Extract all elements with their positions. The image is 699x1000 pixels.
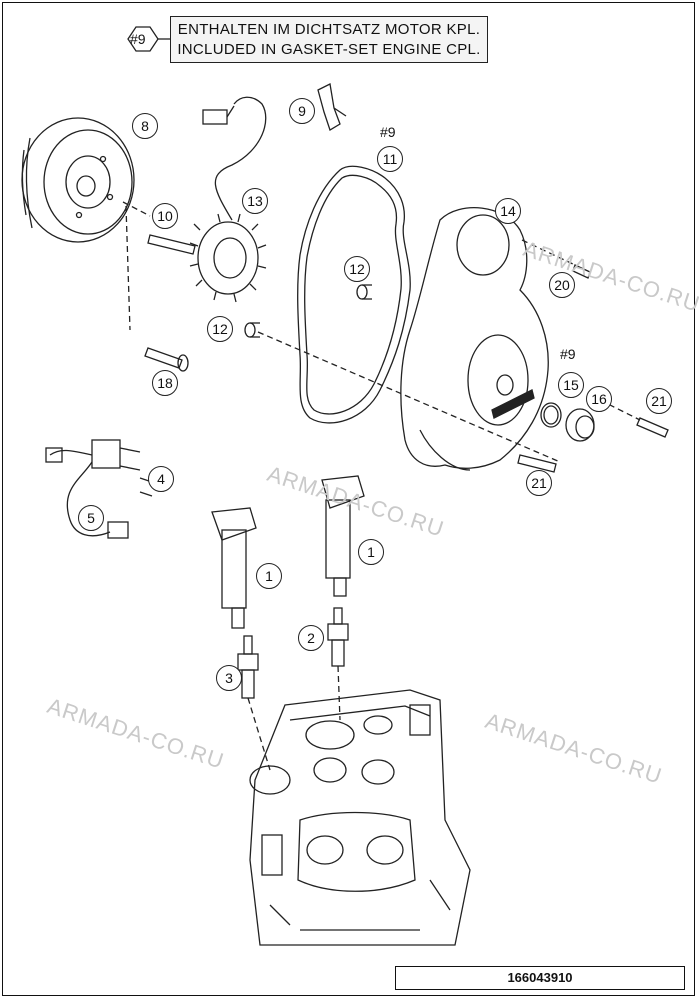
callout-12-lower: 12 [207, 316, 233, 342]
ignition-cover [400, 207, 549, 471]
callout-5: 5 [78, 505, 104, 531]
ignition-coil-right [321, 475, 365, 597]
ignition-coil-left [211, 507, 257, 629]
flywheel-rotor [21, 117, 135, 243]
cylinder-head [249, 689, 471, 946]
callout-15: 15 [558, 372, 584, 398]
bolt-21-lower [517, 454, 557, 473]
note-line-english: INCLUDED IN GASKET-SET ENGINE CPL. [177, 41, 481, 58]
callout-18: 18 [152, 370, 178, 396]
screw-plug [565, 408, 595, 442]
gasket-set-note: ENTHALTEN IM DICHTSATZ MOTOR KPL. INCLUD… [170, 16, 488, 63]
pickup-sensor [45, 439, 153, 539]
callout-21-right: 21 [646, 388, 672, 414]
stator [189, 96, 267, 303]
callout-8: 8 [132, 113, 158, 139]
spark-plug-left [237, 635, 259, 699]
callout-11: 11 [377, 146, 403, 172]
cover-gasket [297, 165, 411, 424]
document-number: 166043910 [395, 966, 685, 990]
callout-1-left: 1 [256, 563, 282, 589]
callout-3: 3 [216, 665, 242, 691]
dowel-pin-upper [356, 284, 372, 300]
note-tag-hexagon [127, 26, 170, 52]
dowel-pin-lower [244, 322, 260, 338]
callout-13: 13 [242, 188, 268, 214]
bolt-21-right [599, 399, 669, 438]
callout-9: 9 [289, 98, 315, 124]
bolt-18 [144, 347, 189, 372]
callout-20: 20 [549, 272, 575, 298]
callout-21-lower: 21 [526, 470, 552, 496]
bolt-20 [521, 239, 591, 279]
callout-2: 2 [298, 625, 324, 651]
o-ring [540, 402, 562, 428]
bolt-10 [147, 234, 196, 255]
note-tag: #9 [130, 31, 146, 47]
callout-16: 16 [586, 386, 612, 412]
callout-10: 10 [152, 203, 178, 229]
callout-14: 14 [495, 198, 521, 224]
callout-4: 4 [148, 466, 174, 492]
callout-11-tag: #9 [380, 124, 396, 140]
note-line-german: ENTHALTEN IM DICHTSATZ MOTOR KPL. [177, 21, 481, 38]
spark-plug-right [327, 607, 349, 667]
bracket-9 [317, 83, 347, 131]
callout-1-right: 1 [358, 539, 384, 565]
callout-15-tag: #9 [560, 346, 576, 362]
callout-12-upper: 12 [344, 256, 370, 282]
